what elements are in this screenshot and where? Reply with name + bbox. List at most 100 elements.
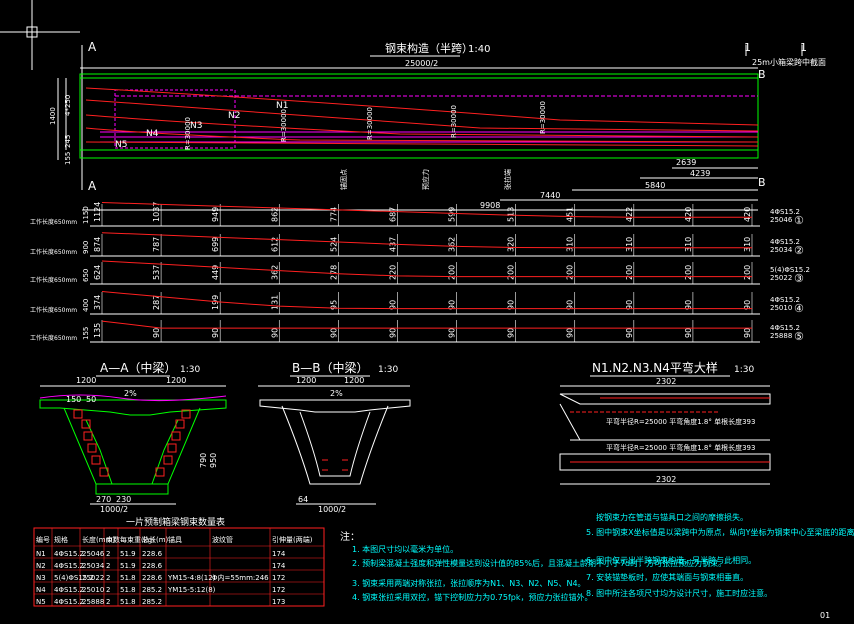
table-cell: 4ΦS15.2 [54,550,84,558]
row-value: 200 [566,265,575,280]
note-3: 3. 钢束采用两端对称张拉，张拉顺序为N1、N3、N2、N5、N4。 [352,578,586,588]
table-cell: 174 [272,550,286,558]
row-value: 287 [152,295,161,310]
row-value: 513 [507,207,516,222]
sec-aa-h: 950 [209,453,218,468]
row-label: 工作长度650mm [30,218,77,226]
sec-aa-title: A—A（中梁） [100,360,176,375]
main-elevation: 钢束构造（半跨） 1:40 25000/2 A A 1 1 B B 25m小箱梁… [49,40,826,211]
span-mark-3: 张拉端 [503,169,512,190]
sec-bb-bot: 64 [298,495,308,504]
row-profile-line [101,320,752,329]
notes: 注： 1. 本图尺寸均以毫米为单位。 2. 预制梁混凝土强度和弹性模量达到设计值… [340,512,854,620]
bottom-dim-5840: 5840 [645,181,665,190]
row-value: 200 [507,265,516,280]
row-value: 200 [448,265,457,280]
row-value: 90 [566,300,575,310]
table-cell: 4ΦS15.2 [54,586,84,594]
sec-bb-w1: 1200 [296,376,316,385]
table-cell: 2 [106,586,110,594]
table-header: 总长(m) [142,535,169,544]
left-dim-155: 155 [64,152,72,165]
row-value: 90 [507,300,516,310]
sec-aa-bot2: 230 [116,495,131,504]
table-cell: 51.8 [120,586,136,594]
row-value: 200 [625,265,634,280]
table-header: 规格 [54,535,68,544]
row-value: 90 [625,328,634,338]
table-cell: 51.9 [120,550,136,558]
table-cell: 174 [272,562,286,570]
row-side-value: 900 [82,241,90,254]
left-dim-245: 245 [64,135,72,148]
row-label: 工作长度650mm [30,334,77,342]
section-mark-b-top: B [758,68,766,81]
row-value: 199 [211,295,220,310]
row-value: 612 [270,237,279,252]
row-sub: 25010 [770,304,792,312]
row-id: ① [794,214,804,227]
row-sub: 25888 [770,332,792,340]
row-value: 90 [743,328,752,338]
section-bb: B—B（中梁） 1:30 1200 1200 2% 64 1000/2 [258,360,411,514]
bottom-dim-2639: 2639 [676,158,696,167]
row-tag: 4ΦS15.2 [770,324,800,332]
plan-len-bottom: 2302 [656,475,676,484]
row-value: 90 [743,300,752,310]
row-value: 90 [448,328,457,338]
table-cell: 2 [106,550,110,558]
left-dim-1400: 1400 [49,107,57,125]
plan-bend-detail: N1.N2.N3.N4平弯大样 1:30 2302 平弯半径R=25000 平弯… [559,360,771,485]
table-cell: N1 [36,550,46,558]
table-cell: 51.8 [120,598,136,606]
table-cell: 51.8 [120,574,136,582]
row-id: ② [794,244,804,257]
row-value: 320 [507,237,516,252]
sec-aa-w2: 1200 [166,376,186,385]
tendon-label-n4: N4 [146,129,159,139]
row-value: 874 [93,237,102,252]
table-cell: 173 [272,598,285,606]
tendon-label-n2: N2 [228,111,240,121]
plan-radius-1: 平弯半径R=25000 平弯角度1.8° 单根长度393 [606,417,755,426]
note-7: 7. 安装锚垫板时，应使其端面与钢束相垂直。 [586,572,748,582]
plan-len-top: 2302 [656,377,676,386]
row-label: 工作长度650mm [30,306,77,314]
tendon-label-n1: N1 [276,101,288,111]
table-cell: 228.6 [142,550,163,558]
radius-label-5: R=30000 [539,101,547,134]
table-cell: 25022 [82,574,104,582]
row-value: 310 [566,237,575,252]
row-value: 420 [743,207,752,222]
table-cell: 285.2 [142,586,162,594]
row-label: 工作长度650mm [30,276,77,284]
row-profile-line [101,202,752,218]
row-id: ③ [794,272,804,285]
bottom-dim-9908: 9908 [480,201,500,210]
note-5: 5. 图中钢束X坐标值是以梁跨中为原点，纵向Y坐标为钢束中心至梁底的距离。 [586,527,854,537]
row-side-value: 400 [82,299,90,312]
radius-label-2: R=30000 [280,109,288,142]
sec-bb-slope: 2% [330,389,343,398]
row-profile-line [101,232,752,249]
span-mark-1: 锚固点 [339,169,348,190]
table-cell: 25888 [82,598,104,606]
table-cell: 25046 [82,550,105,558]
sec-bb-scale: 1:30 [378,365,398,375]
sec-aa-half: 1000/2 [100,505,128,514]
row-side-value: 155 [82,327,90,340]
row-value: 362 [270,265,279,280]
row-value: 310 [684,237,693,252]
row-tag: 4ΦS15.2 [770,296,800,304]
table-cell: YM15-5:12(8) [167,586,216,594]
top-right-note: 25m小箱梁跨中截面 [752,57,826,67]
table-cell: 4ΦS15.2 [54,598,84,606]
table-cell: 25010 [82,586,104,594]
row-value: 90 [270,328,279,338]
